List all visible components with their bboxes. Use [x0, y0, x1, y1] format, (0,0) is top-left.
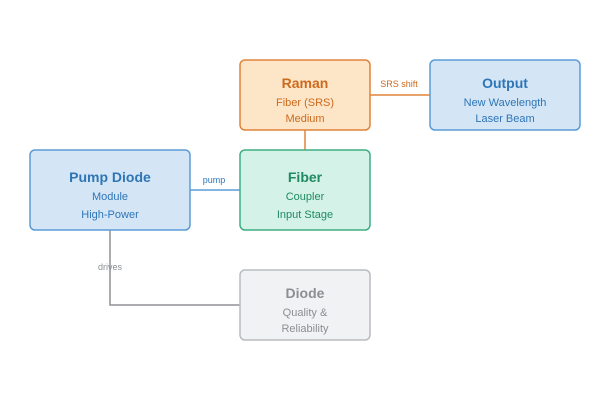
node-output-line1: New Wavelength — [464, 97, 547, 109]
node-diode-line1: Quality & — [283, 307, 328, 319]
node-raman-box — [239, 59, 371, 131]
node-fiber[interactable]: Fiber Coupler Input Stage — [239, 149, 371, 231]
node-fiber-line1: Coupler — [286, 191, 325, 203]
node-output-line2: Laser Beam — [475, 113, 534, 125]
node-fiber-title: Fiber — [288, 169, 323, 185]
edge-label-pump: pump — [203, 175, 226, 185]
connectors — [109, 94, 430, 306]
node-pump-diode-box — [29, 149, 191, 231]
node-raman-title: Raman — [282, 75, 329, 91]
node-pump-diode-line1: Module — [92, 191, 128, 203]
node-output-box — [429, 59, 581, 131]
edge-labels: SRS shift pump drives — [98, 79, 418, 272]
edge-label-srs-shift: SRS shift — [380, 79, 418, 89]
pump-diode-connector — [109, 230, 240, 306]
node-diode-title: Diode — [286, 285, 325, 301]
node-fiber-line2: Input Stage — [277, 209, 333, 221]
node-raman-line1: Fiber (SRS) — [276, 97, 334, 109]
node-output-title: Output — [482, 75, 528, 91]
node-pump-diode-line2: High-Power — [81, 209, 139, 221]
node-diode-box — [239, 269, 371, 341]
node-output[interactable]: Output New Wavelength Laser Beam — [429, 59, 581, 131]
node-raman-line2: Medium — [285, 113, 324, 125]
node-pump-diode-title: Pump Diode — [69, 169, 151, 185]
node-pump-diode[interactable]: Pump Diode Module High-Power — [29, 149, 191, 231]
node-diode-line2: Reliability — [281, 323, 329, 335]
node-diode[interactable]: Diode Quality & Reliability — [239, 269, 371, 341]
edge-label-drives: drives — [98, 262, 123, 272]
node-raman[interactable]: Raman Fiber (SRS) Medium — [239, 59, 371, 131]
node-fiber-box — [239, 149, 371, 231]
